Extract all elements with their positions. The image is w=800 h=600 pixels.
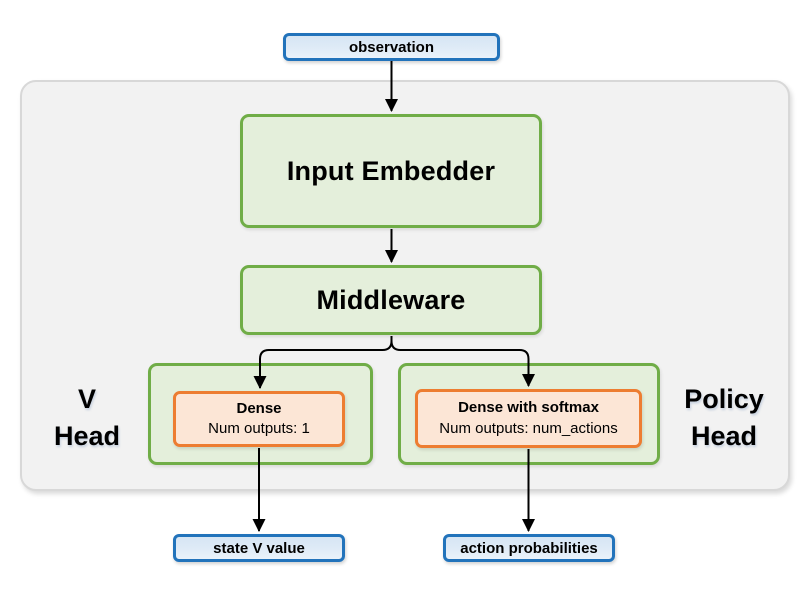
v-head-dense-layer: Dense Num outputs: 1 [173, 391, 345, 447]
v-head-dense-subtitle: Num outputs: 1 [208, 420, 310, 437]
v-head-label-line1: V [77, 384, 96, 414]
policy-head-dense-subtitle: Num outputs: num_actions [439, 419, 618, 437]
middleware-node: Middleware [240, 265, 542, 335]
policy-head-label-line2: Head [690, 421, 758, 451]
observation-node: observation [283, 33, 500, 61]
input-embedder-label: Input Embedder [286, 155, 496, 186]
state-v-value-node: state V value [173, 534, 345, 562]
policy-head-label-line1: Policy [684, 384, 764, 414]
v-head-dense-title: Dense [236, 399, 282, 417]
input-embedder-node: Input Embedder [240, 114, 542, 228]
action-probabilities-label: action probabilities [460, 539, 598, 557]
action-probabilities-node: action probabilities [443, 534, 615, 562]
policy-head-label: Policy Head [660, 381, 788, 455]
policy-head-dense-title: Dense with softmax [458, 399, 599, 417]
v-head-label-line2: Head [53, 421, 121, 451]
middleware-label: Middleware [316, 284, 466, 315]
policy-head-dense-layer: Dense with softmax Num outputs: num_acti… [415, 389, 642, 448]
observation-label: observation [348, 38, 435, 56]
state-v-value-label: state V value [213, 539, 305, 557]
v-head-label: V Head [28, 381, 146, 455]
